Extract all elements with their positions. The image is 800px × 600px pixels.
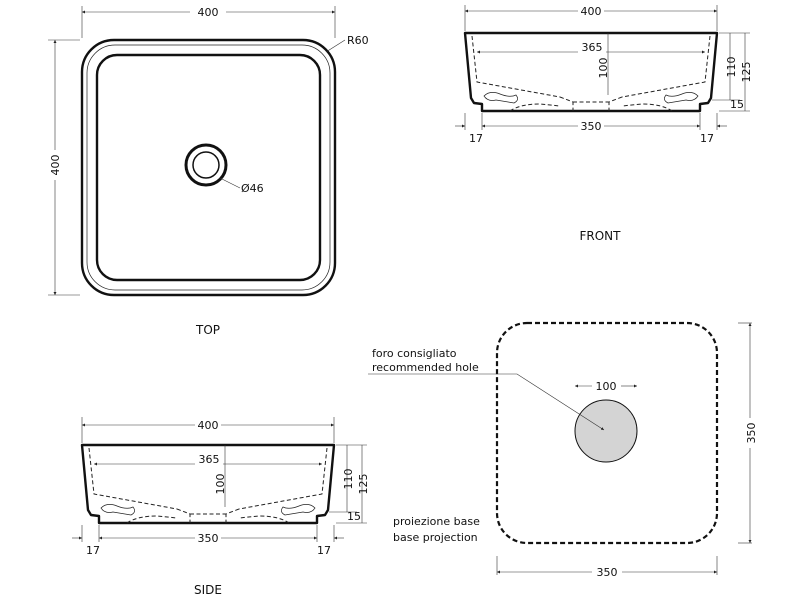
side-height-125: 125 [357,474,370,495]
top-depth-dim: 400 [49,155,62,176]
side-view: 400 365 100 110 125 15 350 17 17 SIDE [72,417,370,597]
side-right-offset: 17 [317,544,331,557]
basin-profile [80,443,336,525]
recommended-hole [574,399,638,463]
drain-outer [184,143,228,187]
basin-rim-edge [86,44,331,291]
base-width-dim: 350 [597,566,618,579]
hole-leader [368,373,605,431]
front-inner-depth-dim: 100 [597,58,610,79]
radius-dim: R60 [347,34,369,47]
side-left-offset: 17 [86,544,100,557]
base-projection: 100 foro consigliato recommended hole pr… [368,321,758,579]
hole-dim: 100 [596,380,617,393]
side-width-dim: 400 [198,419,219,432]
basin-profile [463,31,719,113]
base-label-it: proiezione base [393,515,480,528]
side-base-height: 15 [347,510,361,523]
side-inner-depth-dim: 100 [214,474,227,495]
front-height-110: 110 [725,57,738,78]
top-view-label: TOP [195,323,220,337]
side-view-label: SIDE [194,583,222,597]
basin-inner-bowl [95,53,322,282]
drain-dim: Ø46 [241,182,264,195]
front-left-offset: 17 [469,132,483,145]
side-base-width: 350 [198,532,219,545]
front-right-offset: 17 [700,132,714,145]
front-view-label: FRONT [580,229,622,243]
drain-inner [192,151,220,179]
hole-label-en: recommended hole [372,361,479,374]
front-width-dim: 400 [581,5,602,18]
front-base-width: 350 [581,120,602,133]
front-inner-width-dim: 365 [582,41,603,54]
top-width-dim: 400 [198,6,219,19]
base-outline [495,321,719,545]
basin-outer-rim [80,38,337,297]
base-label-en: base projection [393,531,478,544]
top-view: 400 400 R60 Ø46 TOP [48,6,369,337]
side-inner-width-dim: 365 [199,453,220,466]
hole-label-it: foro consigliato [372,347,457,360]
front-base-height: 15 [730,98,744,111]
front-height-125: 125 [740,62,753,83]
front-view: 400 365 100 110 125 15 350 17 17 FRONT [455,5,753,243]
base-depth-dim: 350 [745,423,758,444]
side-height-110: 110 [342,469,355,490]
